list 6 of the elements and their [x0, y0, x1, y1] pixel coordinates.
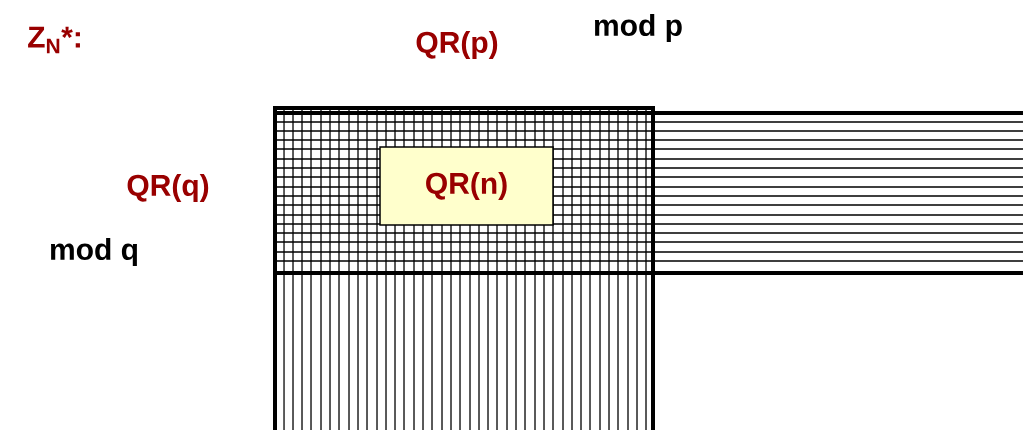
- modulus-label: mod p: [595, 14, 682, 42]
- label-box: QR(n): [379, 146, 554, 226]
- node-label: QR(p): [416, 31, 498, 59]
- set-symbol: Z$_{N}$*:: [28, 26, 80, 54]
- modulus-label: mod q: [51, 238, 137, 266]
- node-label: QR(q): [127, 174, 209, 202]
